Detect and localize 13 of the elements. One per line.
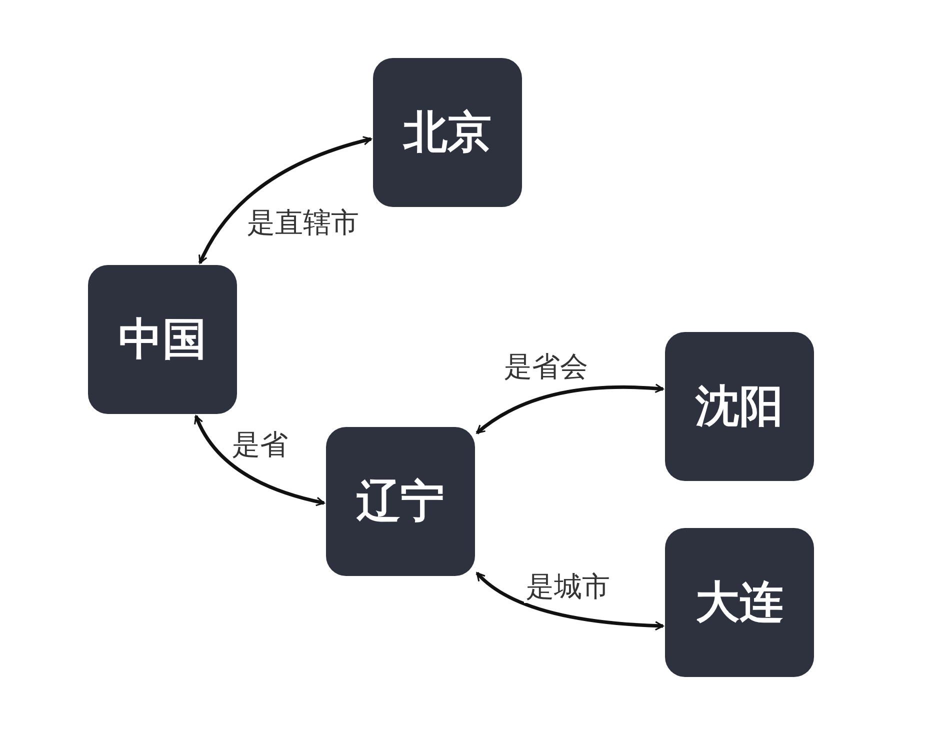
- edge-label: 是省: [230, 430, 290, 461]
- arrow: [194, 415, 325, 506]
- city-box: 辽宁: [326, 427, 475, 576]
- city-box: 北京: [373, 58, 522, 207]
- city-box: 大连: [665, 528, 814, 677]
- edge-label: 是城市: [524, 572, 612, 603]
- arrow: [198, 136, 372, 264]
- city-box: 沈阳: [665, 332, 814, 481]
- arrow: [476, 572, 664, 630]
- edge-label: 是直辖市: [245, 208, 361, 239]
- city-box: 中国: [88, 265, 237, 414]
- arrow: [476, 384, 664, 434]
- edge-label: 是省会: [502, 352, 590, 383]
